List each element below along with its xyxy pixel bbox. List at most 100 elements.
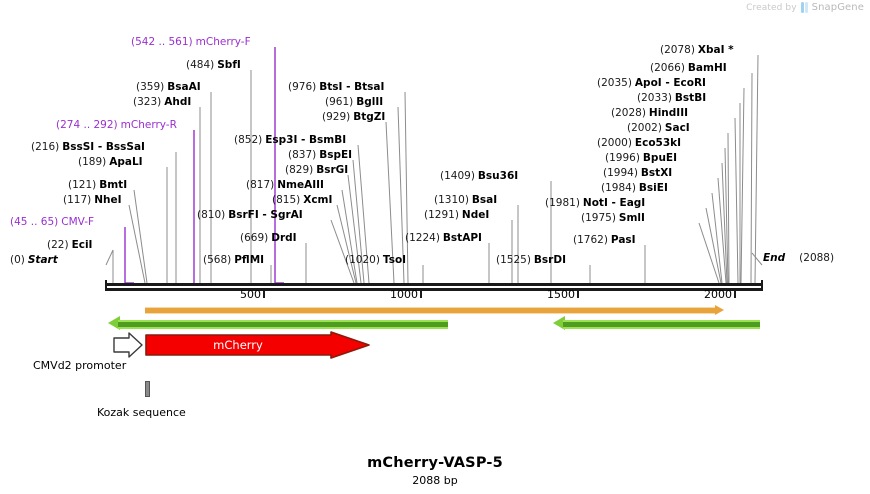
label-name: NdeI	[461, 209, 490, 221]
label-position: (1525)	[496, 254, 531, 266]
enzyme-label-tsoi[interactable]: (1020)TsoI	[345, 254, 406, 266]
green-feature-bar-2	[563, 320, 760, 329]
label-position: (1409)	[440, 170, 475, 182]
enzyme-label-smli[interactable]: (1975)SmlI	[581, 212, 645, 224]
start-label: (0)Start	[10, 254, 58, 266]
label-name: XbaI *	[697, 44, 734, 56]
primer-label-mcherry-f[interactable]: (542 .. 561)mCherry-F	[131, 36, 251, 48]
enzyme-label-bsrfi-sgrai[interactable]: (810)BsrFI - SgrAI	[197, 209, 303, 221]
label-name: BsrFI - SgrAI	[228, 209, 303, 221]
enzyme-label-xbai[interactable]: (2078)XbaI *	[660, 44, 734, 56]
ruler-tick-500	[263, 291, 265, 298]
enzyme-label-ahdi[interactable]: (323)AhdI	[133, 96, 191, 108]
label-name: NheI	[94, 194, 122, 206]
mcherry-gene-label: mCherry	[213, 338, 263, 352]
enzyme-label-bsu36i[interactable]: (1409)Bsu36I	[440, 170, 518, 182]
enzyme-label-bsrdi[interactable]: (1525)BsrDI	[496, 254, 566, 266]
enzyme-label-eco53ki[interactable]: (2000)Eco53kI	[597, 137, 681, 149]
enzyme-label-noti-eagi[interactable]: (1981)NotI - EagI	[545, 197, 645, 209]
label-position: (2033)	[637, 92, 672, 104]
enzyme-label-pasi[interactable]: (1762)PasI	[573, 234, 636, 246]
snapgene-watermark: Created by SnapGene	[746, 2, 864, 13]
label-name: Eco53kI	[634, 137, 682, 149]
enzyme-label-bsssi-bsssai[interactable]: (216)BssSI - BssSaI	[31, 141, 145, 153]
label-position: (2000)	[597, 137, 632, 149]
enzyme-label-hindiii[interactable]: (2028)HindIII	[611, 107, 688, 119]
enzyme-label-bsai[interactable]: (1310)BsaI	[434, 194, 497, 206]
mcherry-gene-arrow[interactable]: mCherry	[145, 331, 370, 363]
label-position: (189)	[78, 156, 107, 168]
enzyme-label-ecii[interactable]: (22)EciI	[47, 239, 92, 251]
ruler-tick-1500	[577, 291, 579, 298]
enzyme-label-esp3i-bsmbi[interactable]: (852)Esp3I - BsmBI	[234, 134, 346, 146]
label-name: Start	[27, 254, 58, 266]
ruler-tick-1000	[420, 291, 422, 298]
label-position: (961)	[325, 96, 354, 108]
enzyme-label-bmti[interactable]: (121)BmtI	[68, 179, 127, 191]
enzyme-label-bstapi[interactable]: (1224)BstAPI	[405, 232, 482, 244]
orange-feature-bar	[145, 307, 715, 314]
label-position: (1975)	[581, 212, 616, 224]
label-position: (669)	[240, 232, 269, 244]
ruler-label-1500: 1500	[547, 288, 575, 301]
enzyme-label-apoi-ecori[interactable]: (2035)ApoI - EcoRI	[597, 77, 706, 89]
cmvd2-promoter-arrow[interactable]	[113, 332, 143, 362]
enzyme-label-sbfi[interactable]: (484)SbfI	[186, 59, 241, 71]
label-position: (2066)	[650, 62, 685, 74]
label-name: BstBI	[674, 92, 707, 104]
enzyme-label-saci[interactable]: (2002)SacI	[627, 122, 690, 134]
enzyme-label-drdi[interactable]: (669)DrdI	[240, 232, 297, 244]
primer-label-mcherry-r[interactable]: (274 .. 292)mCherry-R	[56, 119, 177, 131]
label-name: BstXI	[640, 167, 673, 179]
enzyme-label-bpuei[interactable]: (1996)BpuEI	[605, 152, 677, 164]
enzyme-label-bglii[interactable]: (961)BglII	[325, 96, 383, 108]
label-name: BmtI	[99, 179, 128, 191]
label-position: (117)	[63, 194, 92, 206]
label-name: PasI	[610, 234, 636, 246]
label-position: (1996)	[605, 152, 640, 164]
enzyme-label-bsiei[interactable]: (1984)BsiEI	[601, 182, 668, 194]
label-position: (837)	[288, 149, 317, 161]
label-name: BpuEI	[642, 152, 677, 164]
label-position: (976)	[288, 81, 317, 93]
enzyme-label-bsaai[interactable]: (359)BsaAI	[136, 81, 201, 93]
label-position: (1224)	[405, 232, 440, 244]
enzyme-label-bstxi[interactable]: (1994)BstXI	[603, 167, 672, 179]
green-feature-arrowhead-left-1	[108, 316, 120, 330]
label-name: AhdI	[164, 96, 192, 108]
label-name: HindIII	[648, 107, 689, 119]
label-position: (121)	[68, 179, 97, 191]
label-position: (45 .. 65)	[10, 216, 59, 228]
enzyme-label-xcmi[interactable]: (815)XcmI	[272, 194, 332, 206]
label-name: PflMI	[234, 254, 265, 266]
enzyme-label-bsrgi[interactable]: (829)BsrGI	[285, 164, 348, 176]
label-name: Bsu36I	[477, 170, 519, 182]
ruler-tick-2000	[734, 291, 736, 298]
enzyme-label-ndei[interactable]: (1291)NdeI	[424, 209, 489, 221]
enzyme-label-bstbi[interactable]: (2033)BstBI	[637, 92, 706, 104]
backbone-start-cap	[105, 280, 107, 291]
label-name: TsoI	[382, 254, 407, 266]
primer-label-cmv-f[interactable]: (45 .. 65)CMV-F	[10, 216, 94, 228]
kozak-sequence-marker[interactable]	[145, 381, 150, 397]
enzyme-label-apali[interactable]: (189)ApaLI	[78, 156, 143, 168]
label-name: BtsI - BtsaI	[319, 81, 385, 93]
label-position: (359)	[136, 81, 165, 93]
backbone-line-bottom	[105, 287, 763, 291]
green-feature-bar-1	[118, 320, 448, 329]
kozak-sequence-label: Kozak sequence	[97, 406, 186, 419]
label-position: (829)	[285, 164, 314, 176]
label-name: BsrGI	[316, 164, 349, 176]
enzyme-label-nhei[interactable]: (117)NheI	[63, 194, 122, 206]
label-position: (852)	[234, 134, 263, 146]
enzyme-label-nmeaiii[interactable]: (817)NmeAIII	[246, 179, 324, 191]
enzyme-label-pflmi[interactable]: (568)PflMI	[203, 254, 264, 266]
enzyme-label-btsi-btsai[interactable]: (976)BtsI - BtsaI	[288, 81, 384, 93]
enzyme-label-bspei[interactable]: (837)BspEI	[288, 149, 352, 161]
label-name: NmeAIII	[277, 179, 324, 191]
ruler-label-1000: 1000	[390, 288, 418, 301]
enzyme-label-bamhi[interactable]: (2066)BamHI	[650, 62, 727, 74]
label-name: SmlI	[618, 212, 645, 224]
label-position: (1994)	[603, 167, 638, 179]
enzyme-label-btgzi[interactable]: (929)BtgZI	[322, 111, 385, 123]
